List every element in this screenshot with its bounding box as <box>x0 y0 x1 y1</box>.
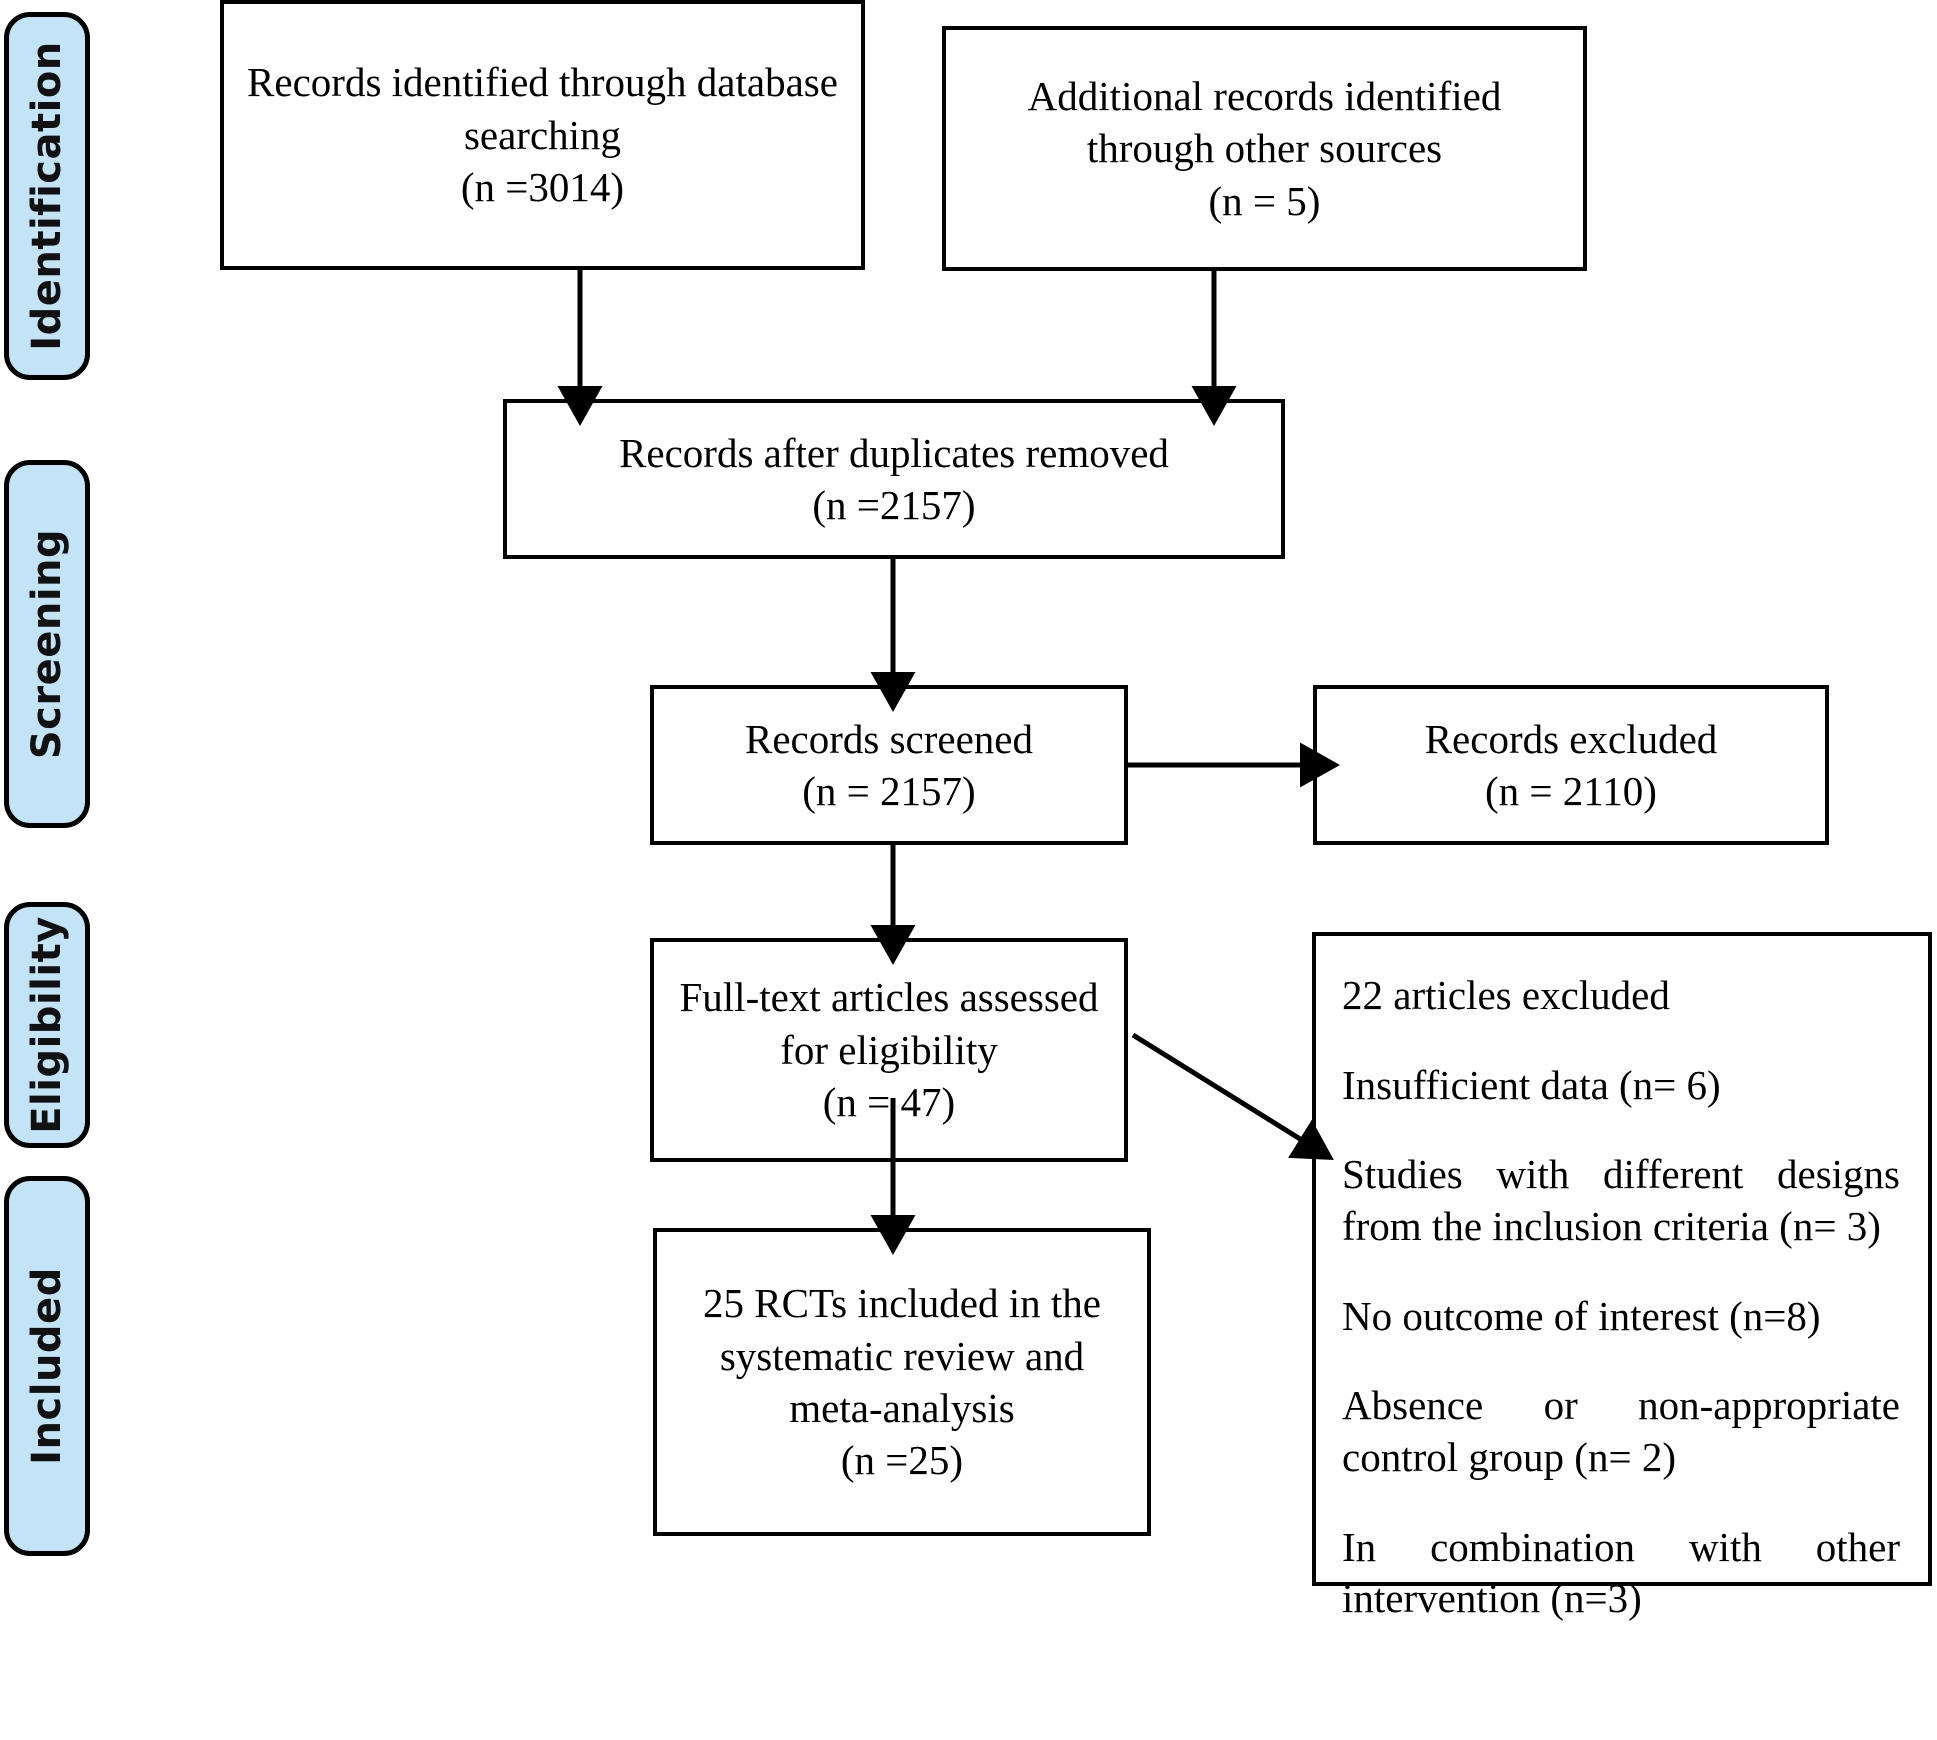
box-database-records-text: Records identified through database sear… <box>247 59 838 211</box>
stage-chip-included: Included <box>4 1176 90 1556</box>
box-exclusion-reasons: 22 articles excluded Insufficient data (… <box>1312 932 1932 1621</box>
exclusion-heading: 22 articles excluded <box>1342 972 1670 1018</box>
box-included-studies-text: 25 RCTs included in the systematic revie… <box>703 1280 1101 1484</box>
box-records-excluded-text: Records excluded (n = 2110) <box>1424 715 1718 814</box>
stage-label-screening: Screening <box>24 528 70 760</box>
box-included-studies: 25 RCTs included in the systematic revie… <box>653 1228 1151 1536</box>
exclusion-reason-insufficient-data: Insufficient data (n= 6) <box>1342 1061 1721 1108</box>
box-other-records: Additional records identified through ot… <box>942 26 1587 271</box>
box-records-excluded: Records excluded (n = 2110) <box>1313 685 1829 845</box>
arrow-fulltext-to-exclusions <box>1131 1032 1334 1160</box>
box-fulltext-assessed-text: Full-text articles assessed for eligibil… <box>679 974 1099 1126</box>
stage-label-eligibility: Eligibility <box>24 916 70 1134</box>
stage-chip-identification: Identification <box>4 12 90 380</box>
box-records-screened-text: Records screened (n = 2157) <box>744 715 1033 814</box>
stage-label-identification: Identification <box>24 41 70 351</box>
box-fulltext-assessed: Full-text articles assessed for eligibil… <box>650 938 1128 1162</box>
exclusion-reason-combination: In combination with other intervention (… <box>1342 1523 1900 1622</box>
box-other-records-text: Additional records identified through ot… <box>1027 72 1502 224</box>
box-duplicates-removed: Records after duplicates removed (n =215… <box>503 399 1285 559</box>
box-database-records: Records identified through database sear… <box>220 0 865 270</box>
exclusion-reason-no-outcome: No outcome of interest (n=8) <box>1342 1292 1821 1339</box>
stage-chip-screening: Screening <box>4 460 90 828</box>
box-records-screened: Records screened (n = 2157) <box>650 685 1128 845</box>
box-duplicates-removed-text: Records after duplicates removed (n =215… <box>619 429 1169 528</box>
stage-chip-eligibility: Eligibility <box>4 902 90 1148</box>
exclusion-reason-control-group: Absence or non-appropriate control group… <box>1342 1382 1900 1480</box>
exclusion-reason-different-designs: Studies with different designs from the … <box>1342 1151 1900 1249</box>
stage-label-included: Included <box>24 1267 70 1465</box>
